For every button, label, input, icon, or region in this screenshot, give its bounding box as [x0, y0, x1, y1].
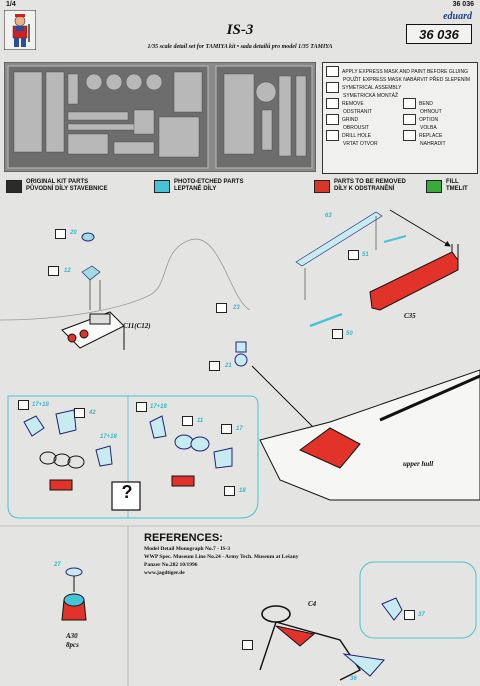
part-label-17-18: 17+18 [32, 402, 49, 408]
legend-remove: REMOVE ODSTRANIT [326, 98, 400, 115]
part-label-17: 17 [236, 426, 243, 432]
part-label-18: 18 [239, 488, 246, 494]
part-label-11: 11 [197, 418, 204, 424]
part-label-36: 36 [350, 676, 357, 682]
assembly-diagram [0, 209, 480, 686]
legend-text: VRTAT OTVOR [343, 141, 378, 147]
checkbox-icon [332, 329, 343, 339]
legend-replace: REPLACE NAHRADIT [403, 130, 475, 147]
color-swatch [154, 180, 170, 193]
page-title: IS-3 [226, 22, 254, 38]
part-label-37: 37 [418, 612, 425, 618]
page-number: 1/4 [6, 1, 16, 8]
legend-text: BEND [419, 100, 433, 107]
legend-text: SYMETRICKÁ MONTÁŽ [343, 93, 399, 99]
doc-number: 36 036 [452, 1, 474, 8]
part-label-51: 51 [362, 252, 369, 258]
legend-drill: DRILL HOLE VRTAT OTVOR [326, 130, 400, 147]
part-label-c35: C35 [404, 312, 416, 320]
checkbox-icon [48, 266, 59, 276]
reference-line: Panzer No.282 10/1996 [144, 562, 198, 568]
part-label-c11: C11(C12) [123, 322, 151, 330]
legend-text: OHNOUT [420, 109, 442, 115]
checkbox-icon [216, 303, 227, 313]
legend-option: OPTION VOLBA [403, 114, 475, 131]
color-swatch [426, 180, 442, 193]
color-swatch [314, 180, 330, 193]
reference-line: WWP Spec. Museum Line No.24 - Army Tech.… [144, 554, 299, 560]
legend-text: VOLBA [420, 125, 437, 131]
part-label-17-18: 17+18 [100, 434, 117, 440]
part-label-12: 12 [64, 268, 71, 274]
part-label-a30: A30 [66, 632, 78, 640]
drill-icon [326, 130, 339, 141]
checkbox-icon [136, 402, 147, 412]
grind-icon [326, 114, 339, 125]
legend-text: SYMETRICAL ASSEMBLY [342, 84, 402, 91]
part-label-63: 63 [325, 213, 332, 219]
catalog-number-box: 36 036 [406, 24, 472, 44]
color-swatch [6, 180, 22, 193]
mascot-logo-icon [4, 10, 36, 50]
part-label-23: 23 [233, 305, 240, 311]
legend-symmetry: SYMETRICAL ASSEMBLY SYMETRICKÁ MONTÁŽ [326, 82, 476, 99]
legend-text: REPLACE [419, 132, 443, 139]
checkbox-icon [74, 408, 85, 418]
part-label-42: 42 [89, 410, 96, 416]
legend-bend: BEND OHNOUT [403, 98, 475, 115]
checkbox-icon [242, 640, 253, 650]
photo-etched-fret-image [4, 62, 316, 172]
legend-text: APPLY EXPRESS MASK AND PAINT BEFORE GLUI… [342, 68, 469, 75]
symmetry-icon [326, 82, 339, 93]
legend-text: DRILL HOLE [342, 132, 371, 139]
mask-icon [326, 66, 339, 77]
legend-mask: APPLY EXPRESS MASK AND PAINT BEFORE GLUI… [326, 66, 476, 83]
checkbox-icon [209, 361, 220, 371]
part-label-20: 20 [70, 230, 77, 236]
upper-hull-label: upper hull [403, 460, 434, 468]
legend-text: POUŽIT EXPRESS MASK NABÁRVIT PŘED SLEPEN… [343, 77, 470, 83]
checkbox-icon [55, 229, 66, 239]
legend-text: OPTION [419, 116, 439, 123]
checkbox-icon [404, 610, 415, 620]
checkbox-icon [224, 486, 235, 496]
symbol-legend: APPLY EXPRESS MASK AND PAINT BEFORE GLUI… [322, 62, 478, 174]
bend-icon [403, 98, 416, 109]
pieces-count: 8pcs [66, 641, 79, 649]
page-subtitle: 1/35 scale detail set for TAMIYA kit • s… [147, 44, 333, 50]
reference-line: www.jagdtiger.de [144, 570, 185, 576]
checkbox-icon [18, 400, 29, 410]
part-label-50: 50 [346, 331, 353, 337]
checkbox-icon [348, 250, 359, 260]
checkbox-icon [221, 424, 232, 434]
references-title: REFERENCES: [144, 532, 223, 544]
part-label-27: 27 [54, 562, 61, 568]
checkbox-icon [182, 416, 193, 426]
replace-icon [403, 130, 416, 141]
question-mark-icon: ? [121, 482, 133, 502]
part-label-c4: C4 [308, 600, 317, 608]
brand-logo: eduard [443, 11, 472, 22]
legend-text: GRIND [342, 116, 359, 123]
legend-text: REMOVE [342, 100, 364, 107]
legend-text: ODSTRANIT [343, 109, 372, 115]
remove-icon [326, 98, 339, 109]
part-label-17-18: 17+18 [150, 404, 167, 410]
reference-line: Model Detail Monograph No.7 - IS-3 [144, 546, 231, 552]
option-icon [403, 114, 416, 125]
legend-grind: GRIND OBROUSIT [326, 114, 400, 131]
part-label-21: 21 [225, 363, 232, 369]
legend-text: OBROUSIT [343, 125, 370, 131]
legend-text: NAHRADIT [420, 141, 446, 147]
